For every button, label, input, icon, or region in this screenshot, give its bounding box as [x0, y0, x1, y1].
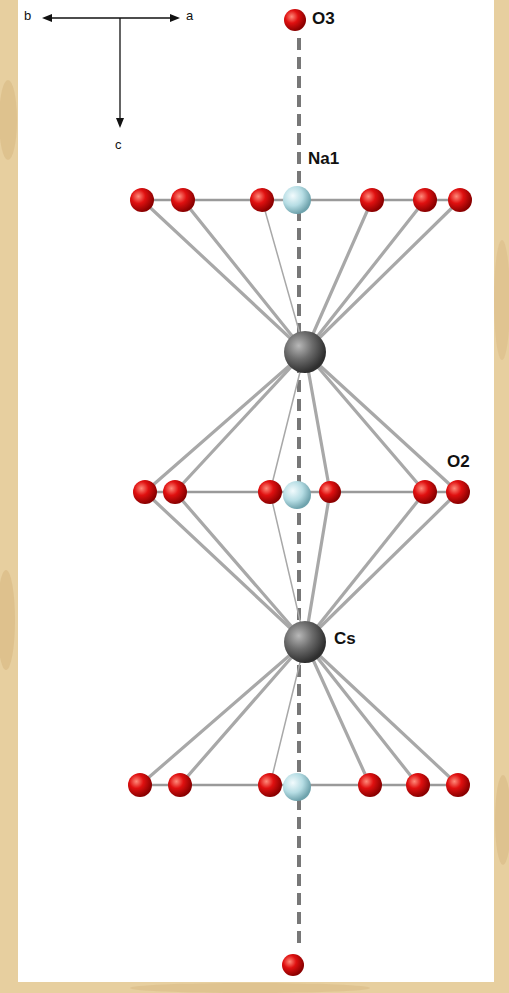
sodium-atoms [283, 186, 311, 801]
cesium-atoms [284, 331, 326, 663]
cs-bonds [140, 200, 460, 785]
atom-label: O2 [445, 453, 472, 472]
axis-label: b [22, 9, 33, 23]
atom-label: Na1 [306, 150, 341, 169]
axis-label: a [184, 9, 195, 23]
layer-bonds [140, 200, 460, 785]
axis-label: c [113, 138, 124, 152]
axis-arrows [42, 14, 180, 128]
oxygen-atoms [128, 9, 472, 976]
atom-label: O3 [310, 10, 337, 29]
white-panel [18, 0, 494, 982]
atom-label: Cs [332, 630, 358, 649]
